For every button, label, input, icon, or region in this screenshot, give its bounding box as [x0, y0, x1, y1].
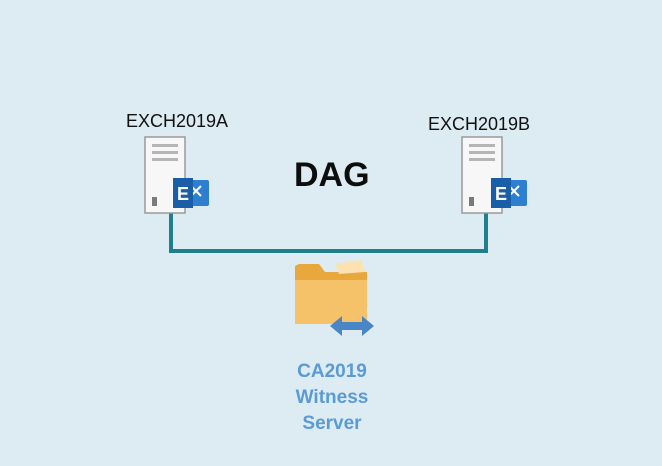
svg-text:E: E: [177, 184, 189, 204]
witness-label-line-1: CA2019: [297, 361, 367, 382]
bidirectional-arrow-icon: [330, 316, 374, 336]
witness-label-line-2: Witness: [295, 387, 369, 408]
replication-link: [169, 208, 488, 253]
witness-server-label: CA2019 Witness Server: [262, 359, 402, 437]
exchange-icon-a: E: [173, 178, 209, 208]
server-a-label: EXCH2019A: [126, 111, 229, 131]
svg-text:E: E: [495, 184, 507, 204]
dag-title: DAG: [294, 156, 370, 194]
server-b-label: EXCH2019B: [428, 114, 531, 134]
witness-label-line-3: Server: [302, 413, 362, 434]
folder-share-icon: [295, 260, 367, 324]
exchange-icon-b: E: [491, 178, 527, 208]
